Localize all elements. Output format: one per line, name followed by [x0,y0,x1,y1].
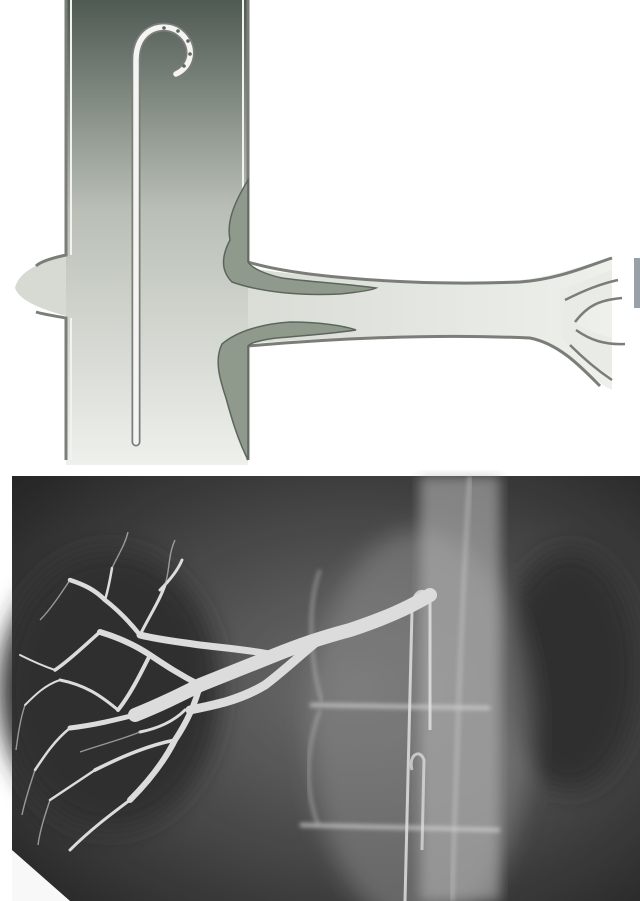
schematic-panel [0,0,640,470]
film-grain [12,476,640,901]
angiogram-panel [0,470,640,901]
renal-artery-stenosis-illustration [0,0,640,470]
aorta-lumen [66,0,248,465]
renal-angiogram-xray [0,470,640,901]
right-edge-strip [634,258,640,308]
